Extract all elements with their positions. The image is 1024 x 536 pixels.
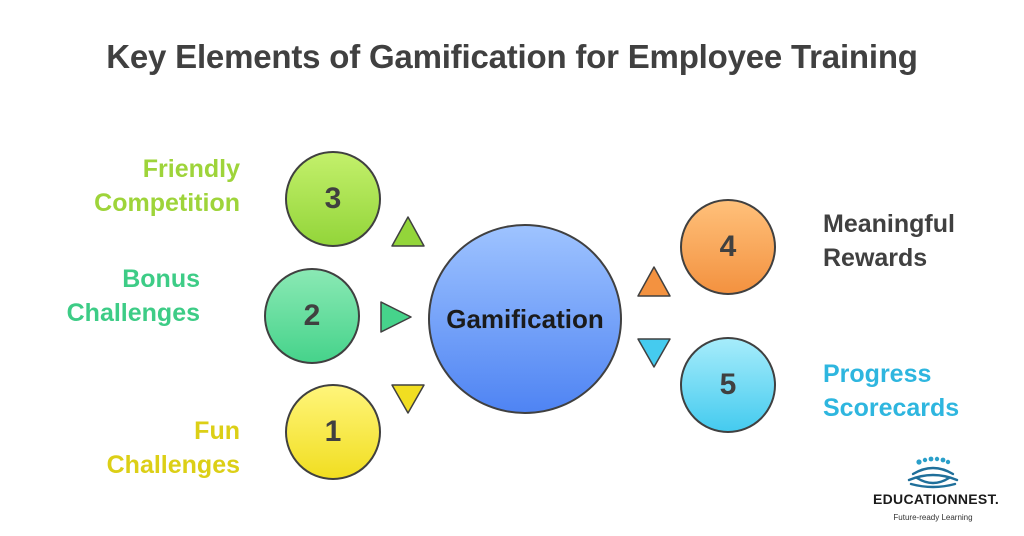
- diagram-title: Key Elements of Gamification for Employe…: [106, 38, 918, 75]
- element-label-2: Bonus Challenges: [0, 262, 200, 330]
- element-circle-5: 5: [680, 337, 776, 433]
- element-label-2-line1: Bonus: [122, 265, 200, 293]
- center-circle: Gamification: [428, 224, 622, 414]
- element-label-1: Fun Challenges: [40, 414, 240, 482]
- element-circle-3: 3: [285, 151, 381, 247]
- element-number-1: 1: [324, 415, 342, 448]
- center-label: Gamification: [446, 303, 604, 334]
- element-label-5-line2: Scorecards: [823, 394, 960, 422]
- triangle-down-icon: [637, 338, 671, 368]
- element-label-1-line1: Fun: [194, 417, 240, 445]
- element-label-5: Progress Scorecards: [823, 357, 1013, 425]
- element-label-3-line1: Friendly: [142, 155, 240, 183]
- triangle-down-icon: [391, 384, 425, 414]
- element-label-5-line1: Progress: [823, 360, 932, 388]
- triangle-up-icon: [637, 266, 671, 297]
- element-circle-4: 4: [680, 199, 776, 295]
- element-label-3-line2: Competition: [94, 189, 240, 217]
- element-label-2-line2: Challenges: [66, 299, 200, 327]
- element-number-2: 2: [303, 299, 321, 332]
- brand-tagline: Future-ready Learning: [893, 513, 973, 522]
- element-number-4: 4: [719, 230, 737, 263]
- element-label-4-line2: Rewards: [823, 244, 928, 272]
- element-label-3: Friendly Competition: [40, 152, 240, 220]
- bird-nest-logo-icon: [907, 456, 959, 489]
- element-circle-2: 2: [264, 268, 360, 364]
- element-number-3: 3: [324, 182, 342, 215]
- element-label-4-line1: Meaningful: [823, 210, 955, 238]
- element-circle-1: 1: [285, 384, 381, 480]
- element-label-1-line2: Challenges: [106, 451, 240, 479]
- element-number-5: 5: [719, 368, 737, 401]
- element-label-4: Meaningful Rewards: [823, 207, 1013, 275]
- triangle-up-icon: [391, 216, 425, 247]
- triangle-right-icon: [380, 301, 412, 333]
- brand-name: EDUCATIONNEST.: [873, 491, 1000, 507]
